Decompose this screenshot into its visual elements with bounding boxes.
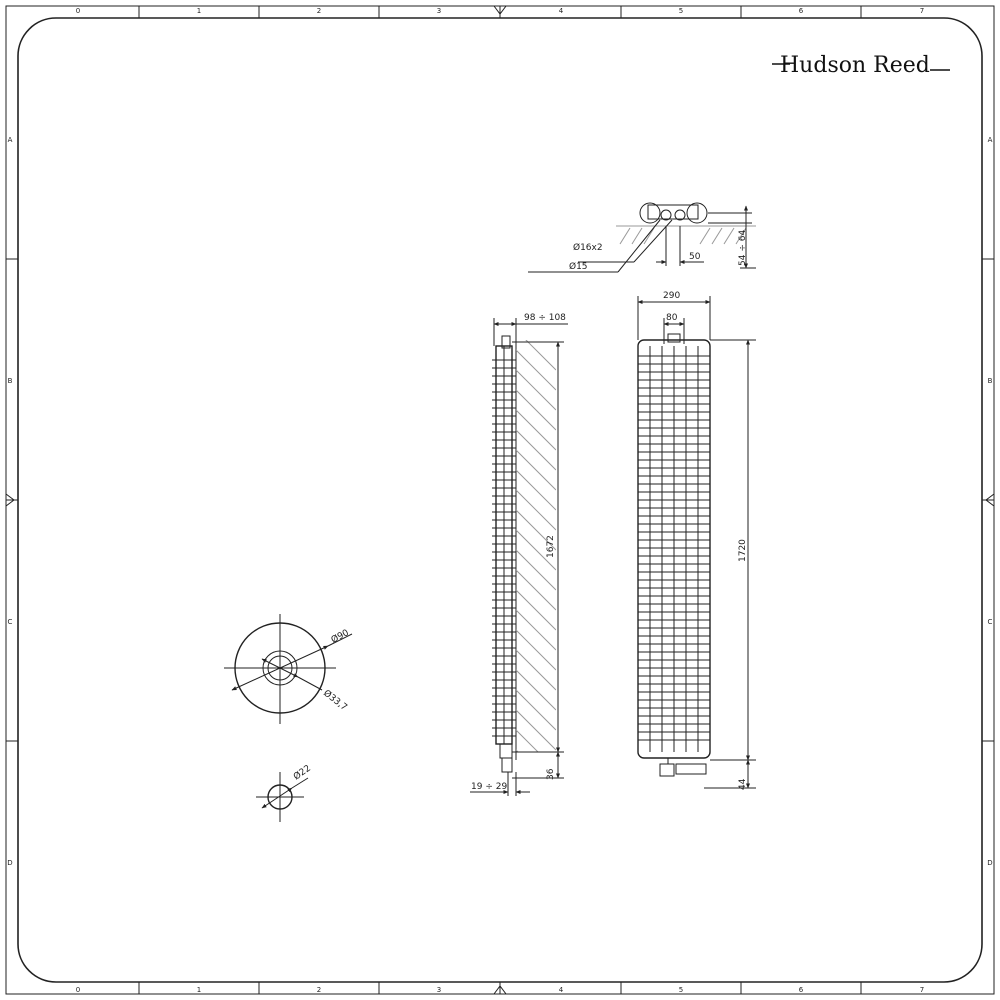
row-label-a: A [988,136,993,144]
row-label-b: B [8,377,13,385]
large-circle-detail [224,614,353,724]
col-label-4: 4 [559,986,564,994]
col-label-3: 3 [437,7,441,15]
side-depth-label: 98 ÷ 108 [524,313,566,323]
side-height-label: 1672 [546,535,556,558]
pipe-offset-label: 19 ÷ 29 [471,782,507,792]
brand-logo: Hudson Reed [772,53,950,78]
small-circle-detail [256,772,309,822]
col-label-1: 1 [197,986,201,994]
side-view [470,318,568,796]
col-label-6: 6 [799,7,804,15]
pipe-diameter-label: Ø16x2 [573,242,603,253]
small-diameter-label: Ø22 [291,763,313,783]
column-grid-markers [138,6,862,994]
col-label-6: 6 [799,986,804,994]
top-view [528,202,756,273]
column-labels-top: 0 1 2 3 4 5 6 7 [76,7,924,15]
large-inner-diameter-label: Ø33,7 [321,688,349,713]
col-label-7: 7 [920,986,924,994]
row-label-d: D [987,859,992,867]
col-label-5: 5 [679,7,683,15]
col-label-3: 3 [437,986,441,994]
col-label-7: 7 [920,7,924,15]
column-labels-bottom: 0 1 2 3 4 5 6 7 [76,986,924,994]
wall-hatch-top [616,225,756,245]
col-label-0: 0 [76,7,80,15]
wall-depth-label: 54 ÷ 64 [738,230,748,266]
col-label-2: 2 [317,7,321,15]
spacing-label: 50 [689,252,701,262]
inner-border [17,17,983,983]
front-view [637,296,756,789]
row-label-c: C [8,618,13,626]
centering-marks [5,5,995,995]
front-centre-label: 80 [666,313,678,323]
front-height-label: 1720 [738,539,748,562]
col-label-4: 4 [559,7,564,15]
row-labels: A B C D A B C D [7,136,992,867]
col-label-2: 2 [317,986,321,994]
col-label-0: 0 [76,986,80,994]
col-label-5: 5 [679,986,683,994]
row-label-b: B [988,377,993,385]
front-bottom-label: 44 [738,778,748,790]
row-label-d: D [7,859,12,867]
large-outer-diameter-label: Ø90 [329,627,351,646]
outer-border [5,5,995,995]
valve-diameter-label: Ø15 [569,261,588,272]
front-width-label: 290 [663,291,680,301]
side-bottom-offset-label: 36 [546,768,556,780]
col-label-1: 1 [197,7,201,15]
row-label-a: A [8,136,13,144]
row-grid-markers [6,258,994,742]
logo-text: Hudson Reed [780,53,930,78]
row-label-c: C [988,618,993,626]
